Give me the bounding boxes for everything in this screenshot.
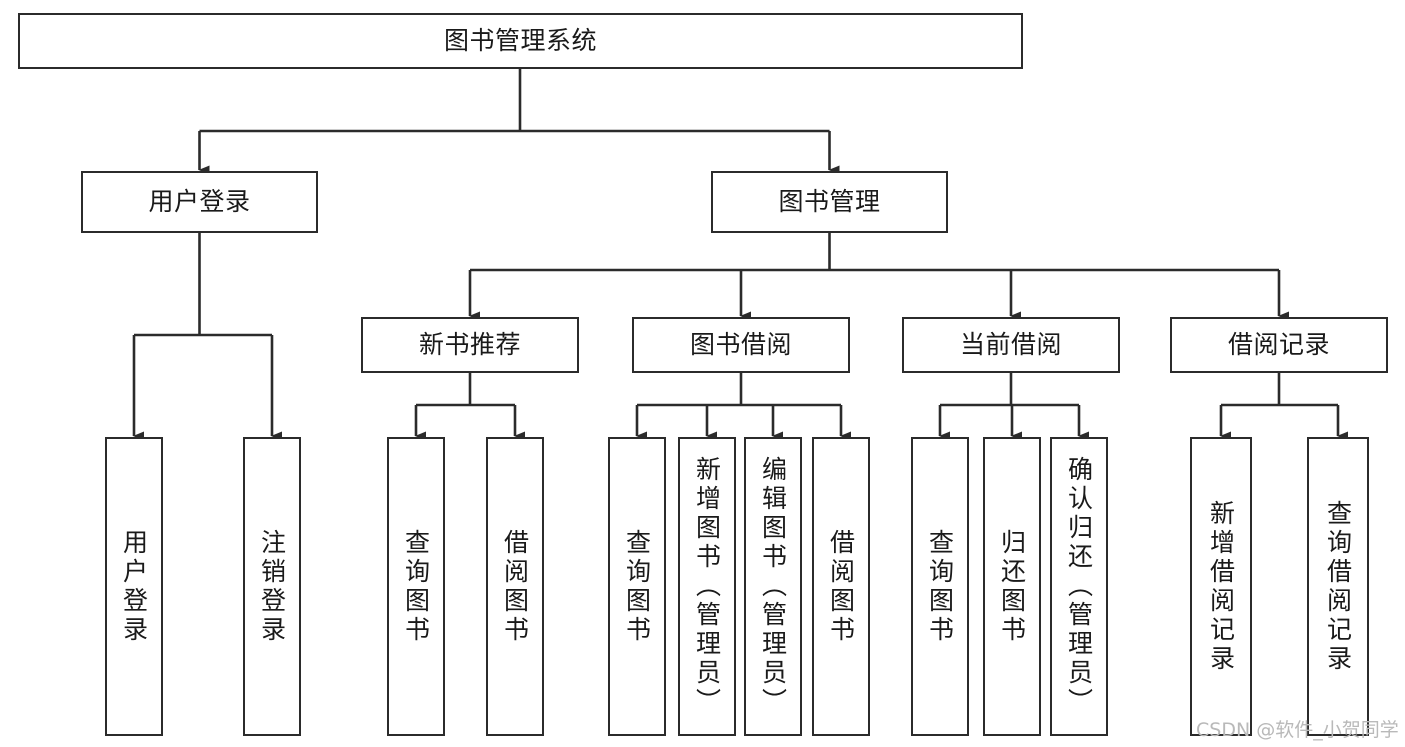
node-leaf-query-3[interactable]: 查询图书 — [911, 437, 969, 736]
node-label-leaf-user-login: 用户登录 — [119, 528, 149, 645]
node-label-leaf-query-rec: 查询借阅记录 — [1323, 499, 1353, 674]
node-label-leaf-logout: 注销登录 — [257, 528, 287, 645]
node-label-book-manage: 图书管理 — [778, 187, 881, 217]
node-label-leaf-query-1: 查询图书 — [401, 528, 431, 645]
node-borrow-record[interactable]: 借阅记录 — [1170, 317, 1388, 373]
node-leaf-query-1[interactable]: 查询图书 — [387, 437, 445, 736]
node-label-leaf-borrow-1: 借阅图书 — [500, 528, 530, 645]
node-label-book-borrow: 图书借阅 — [689, 330, 792, 360]
node-label-leaf-edit-book: 编辑图书（管理员） — [758, 456, 788, 717]
node-label-leaf-query-3: 查询图书 — [925, 528, 955, 645]
node-root[interactable]: 图书管理系统 — [18, 13, 1023, 69]
node-book-manage[interactable]: 图书管理 — [711, 171, 948, 233]
node-label-current-borrow: 当前借阅 — [959, 330, 1062, 360]
node-leaf-return[interactable]: 归还图书 — [983, 437, 1041, 736]
edge-lines — [132, 69, 1348, 441]
node-label-user-login: 用户登录 — [148, 187, 251, 217]
node-leaf-confirm[interactable]: 确认归还（管理员） — [1050, 437, 1108, 736]
node-leaf-add-rec[interactable]: 新增借阅记录 — [1190, 437, 1252, 736]
node-new-book-rec[interactable]: 新书推荐 — [361, 317, 579, 373]
node-current-borrow[interactable]: 当前借阅 — [902, 317, 1120, 373]
node-leaf-borrow-1[interactable]: 借阅图书 — [486, 437, 544, 736]
node-label-leaf-return: 归还图书 — [997, 528, 1027, 645]
node-label-leaf-add-book: 新增图书（管理员） — [692, 456, 722, 717]
node-leaf-edit-book[interactable]: 编辑图书（管理员） — [744, 437, 802, 736]
node-label-leaf-borrow-2: 借阅图书 — [826, 528, 856, 645]
node-book-borrow[interactable]: 图书借阅 — [632, 317, 850, 373]
node-label-new-book-rec: 新书推荐 — [418, 330, 521, 360]
node-leaf-query-rec[interactable]: 查询借阅记录 — [1307, 437, 1369, 736]
node-leaf-logout[interactable]: 注销登录 — [243, 437, 301, 736]
node-label-leaf-confirm: 确认归还（管理员） — [1064, 456, 1094, 717]
node-label-root: 图书管理系统 — [443, 26, 597, 56]
node-label-borrow-record: 借阅记录 — [1227, 330, 1330, 360]
node-label-leaf-query-2: 查询图书 — [622, 528, 652, 645]
node-leaf-borrow-2[interactable]: 借阅图书 — [812, 437, 870, 736]
node-label-leaf-add-rec: 新增借阅记录 — [1206, 499, 1236, 674]
node-leaf-add-book[interactable]: 新增图书（管理员） — [678, 437, 736, 736]
node-leaf-query-2[interactable]: 查询图书 — [608, 437, 666, 736]
node-user-login[interactable]: 用户登录 — [81, 171, 318, 233]
node-leaf-user-login[interactable]: 用户登录 — [105, 437, 163, 736]
